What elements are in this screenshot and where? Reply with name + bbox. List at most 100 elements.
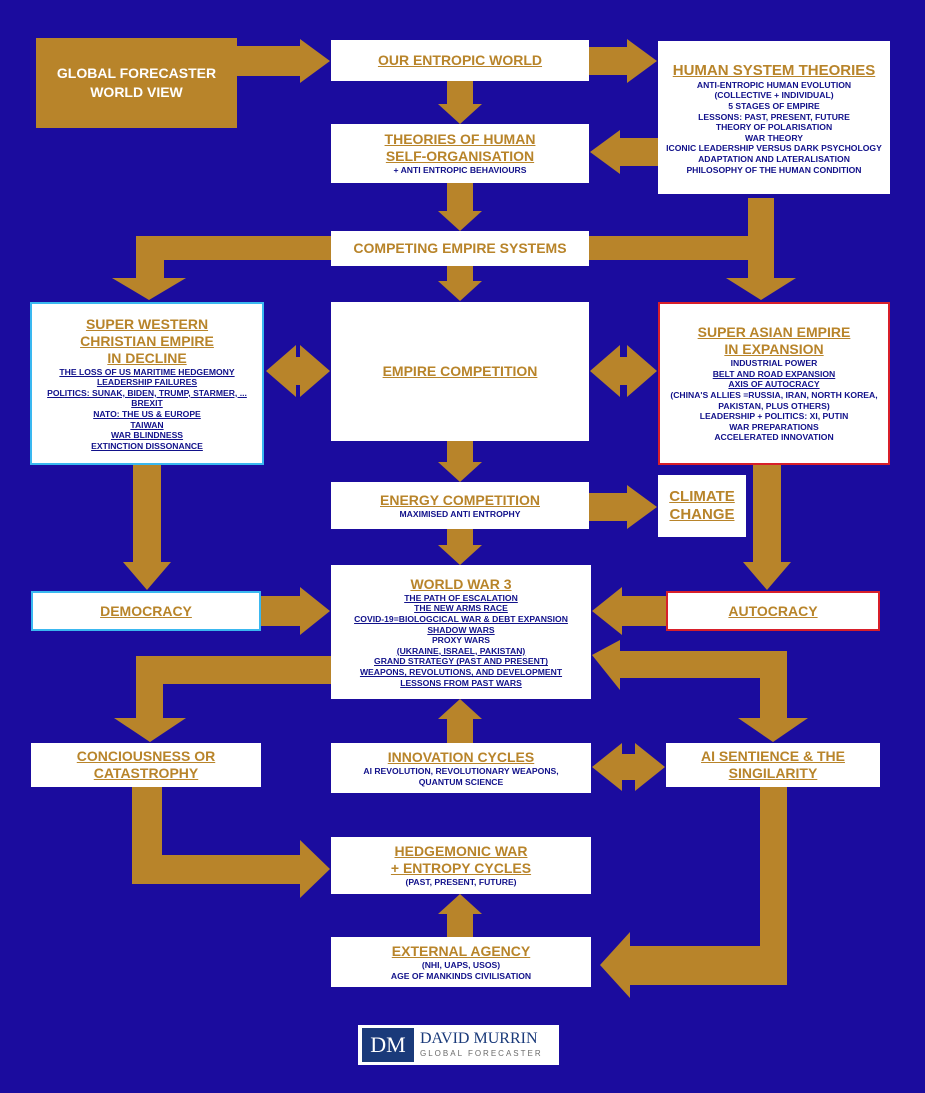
western-item: EXTINCTION DISSONANCE — [91, 440, 203, 451]
asian-item: ACCELERATED INNOVATION — [714, 432, 834, 443]
autocracy-title: AUTOCRACY — [728, 602, 818, 619]
energy-competition-title: ENERGY COMPETITION — [380, 491, 540, 508]
innovation-sub-2: QUANTUM SCIENCE — [418, 776, 504, 787]
energy-competition-box: ENERGY COMPETITION MAXIMISED ANTI ENTROP… — [331, 482, 589, 529]
flow-arrow-14 — [592, 743, 665, 791]
human-system-item: ICONIC LEADERSHIP VERSUS DARK PSYCHOLOGY — [666, 143, 882, 154]
external-title: EXTERNAL AGENCY — [391, 942, 531, 959]
democracy-box: DEMOCRACY — [31, 591, 261, 631]
self-organisation-title-2: SELF-ORGANISATION — [385, 148, 535, 165]
header-line1: GLOBAL FORECASTER — [56, 65, 217, 81]
hedgemonic-war-box: HEDGEMONIC WAR + ENTROPY CYCLES (PAST, P… — [331, 837, 591, 894]
logo: DM DAVID MURRIN GLOBAL FORECASTER — [358, 1025, 559, 1065]
ai-sentience-box: AI SENTIENCE & THE SINGILARITY — [666, 743, 880, 787]
hedge-sub: (PAST, PRESENT, FUTURE) — [405, 877, 517, 888]
flow-arrow-0 — [237, 39, 330, 83]
human-system-item: ADAPTATION AND LATERALISATION — [698, 153, 850, 164]
asian-title-1: SUPER ASIAN EMPIRE — [697, 324, 851, 341]
world-war-3-box: WORLD WAR 3 THE PATH OF ESCALATION THE N… — [331, 565, 591, 699]
asian-item: INDUSTRIAL POWER — [730, 358, 818, 369]
external-sub-1: (NHI, UAPS, USOS) — [421, 959, 501, 970]
asian-empire-box: SUPER ASIAN EMPIRE IN EXPANSION INDUSTRI… — [658, 302, 890, 465]
flow-arrow-6 — [438, 441, 482, 482]
external-agency-box: EXTERNAL AGENCY (NHI, UAPS, USOS) AGE OF… — [331, 937, 591, 987]
western-empire-box: SUPER WESTERN CHRISTIAN EMPIRE IN DECLIN… — [30, 302, 264, 465]
western-title-2: CHRISTIAN EMPIRE — [80, 332, 214, 349]
ww3-item: SHADOW WARS — [427, 624, 495, 635]
asian-item: BELT AND ROAD EXPANSION — [712, 368, 836, 379]
logo-tagline: GLOBAL FORECASTER — [420, 1049, 543, 1058]
flow-arrow-11 — [589, 198, 796, 300]
empire-competition-title: EMPIRE COMPETITION — [382, 363, 538, 379]
human-system-item: (COLLECTIVE + INDIVIDUAL) — [714, 90, 834, 101]
asian-item: PAKISTAN, PLUS OTHERS) — [718, 400, 830, 411]
western-item: LEADERSHIP FAILURES — [96, 377, 198, 388]
flow-arrow-15 — [123, 465, 171, 590]
entropic-world-title: OUR ENTROPIC WORLD — [377, 52, 543, 68]
flow-arrow-22 — [132, 787, 330, 898]
human-system-item: 5 STAGES OF EMPIRE — [728, 101, 820, 112]
self-organisation-sub: + ANTI ENTROPIC BEHAVIOURS — [393, 165, 527, 176]
human-system-item: WAR THEORY — [745, 132, 803, 143]
empire-competition-box: EMPIRE COMPETITION — [331, 302, 589, 441]
external-sub-2: AGE OF MANKINDS CIVILISATION — [390, 970, 532, 981]
human-system-item: THEORY OF POLARISATION — [715, 122, 833, 133]
human-system-item: LESSONS: PAST, PRESENT, FUTURE — [698, 111, 850, 122]
flow-arrow-1 — [589, 39, 657, 83]
western-title-1: SUPER WESTERN — [85, 315, 209, 332]
asian-item: WAR PREPARATIONS — [729, 421, 819, 432]
ww3-item: GRAND STRATEGY (PAST AND PRESENT) — [374, 656, 548, 667]
flow-arrow-7 — [438, 529, 482, 565]
consciousness-box: CONCIOUSNESS OR CATASTROPHY — [31, 743, 261, 787]
flow-arrow-17 — [589, 485, 657, 529]
flow-arrow-20 — [114, 656, 331, 742]
flow-arrow-18 — [261, 587, 330, 635]
western-title-3: IN DECLINE — [107, 349, 187, 366]
ww3-item: THE PATH OF ESCALATION — [404, 592, 518, 603]
consciousness-title-1: CONCIOUSNESS OR — [76, 748, 216, 764]
western-item: THE LOSS OF US MARITIME HEDGEMONY — [59, 366, 235, 377]
flow-arrow-12 — [266, 345, 330, 397]
ai-title-2: SINGILARITY — [728, 765, 818, 781]
flow-arrow-5 — [438, 266, 482, 301]
asian-item: LEADERSHIP + POLITICS: XI, PUTIN — [699, 411, 849, 422]
western-item: TAIWAN — [130, 419, 164, 430]
flow-arrow-9 — [438, 894, 482, 937]
logo-name: DAVID MURRIN — [420, 1030, 538, 1047]
western-item: NATO: THE US & EUROPE — [93, 409, 201, 419]
flow-arrow-19 — [592, 587, 666, 635]
climate-title-2: CHANGE — [669, 506, 735, 523]
competing-empire-box: COMPETING EMPIRE SYSTEMS — [331, 231, 589, 266]
human-system-item: PHILOSOPHY OF THE HUMAN CONDITION — [686, 164, 862, 175]
ww3-item: LESSONS FROM PAST WARS — [400, 677, 522, 688]
ww3-item: PROXY WARS — [431, 635, 491, 646]
flow-arrow-13 — [590, 345, 657, 397]
human-system-item: ANTI-ENTROPIC HUMAN EVOLUTION — [696, 79, 852, 90]
hedge-title-2: + ENTROPY CYCLES — [390, 860, 532, 877]
asian-item: AXIS OF AUTOCRACY — [728, 379, 820, 390]
ww3-item: COVID-19=BIOLOGCICAL WAR & DEBT EXPANSIO… — [354, 614, 568, 625]
democracy-title: DEMOCRACY — [100, 602, 192, 619]
human-system-box: HUMAN SYSTEM THEORIES ANTI-ENTROPIC HUMA… — [658, 41, 890, 194]
ww3-item: (UKRAINE, ISRAEL, PAKISTAN) — [396, 645, 526, 656]
human-system-title: HUMAN SYSTEM THEORIES — [672, 61, 876, 79]
self-organisation-box: THEORIES OF HUMAN SELF-ORGANISATION + AN… — [331, 124, 589, 183]
entropic-world-box: OUR ENTROPIC WORLD — [331, 40, 589, 81]
innovation-cycles-box: INNOVATION CYCLES AI REVOLUTION, REVOLUT… — [331, 743, 591, 793]
climate-change-box: CLIMATE CHANGE — [658, 475, 746, 537]
flow-arrow-4 — [438, 183, 482, 231]
innovation-title: INNOVATION CYCLES — [387, 748, 535, 765]
flow-arrow-23 — [600, 787, 787, 998]
energy-competition-sub: MAXIMISED ANTI ENTROPHY — [399, 508, 521, 519]
flow-arrow-16 — [743, 465, 791, 590]
autocracy-box: AUTOCRACY — [666, 591, 880, 631]
self-organisation-title-1: THEORIES OF HUMAN — [384, 131, 536, 148]
climate-title-1: CLIMATE — [669, 488, 735, 505]
western-item: WAR BLINDNESS — [110, 430, 184, 441]
flow-arrow-8 — [438, 699, 482, 743]
asian-title-2: IN EXPANSION — [724, 341, 824, 358]
header-line2: WORLD VIEW — [90, 84, 183, 100]
competing-empire-title: COMPETING EMPIRE SYSTEMS — [353, 240, 567, 256]
innovation-sub-1: AI REVOLUTION, REVOLUTIONARY WEAPONS, — [363, 765, 559, 776]
